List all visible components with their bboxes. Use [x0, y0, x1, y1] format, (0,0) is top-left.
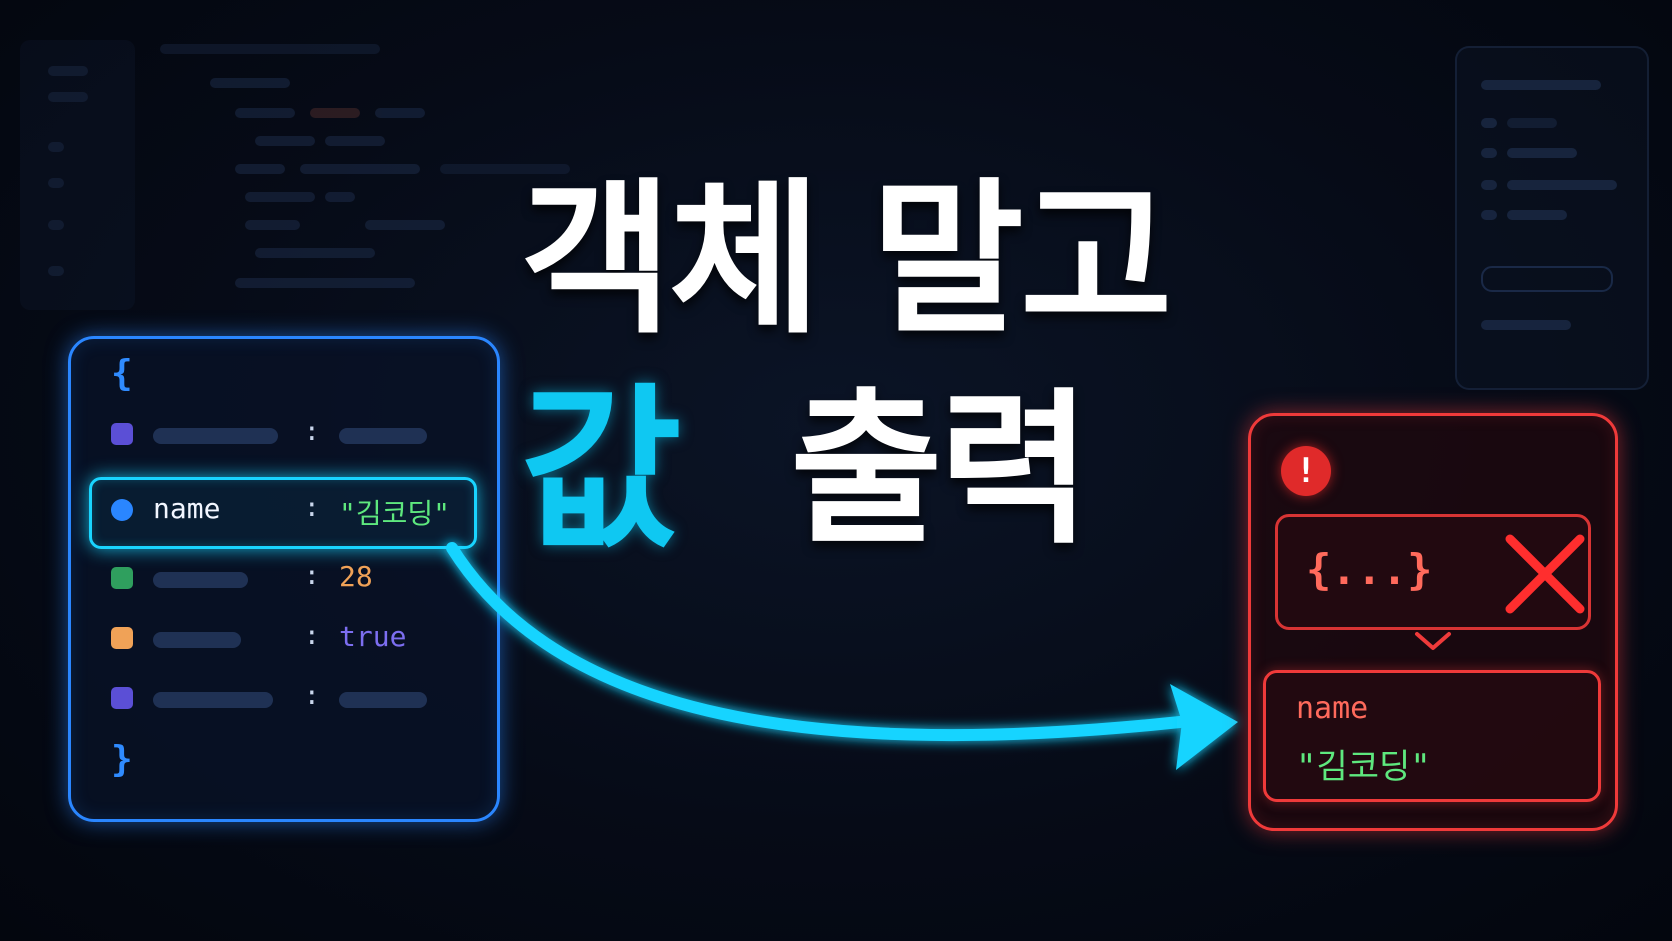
- value-placeholder: [339, 692, 427, 708]
- headline-accent: 값: [520, 368, 682, 573]
- alert-icon: !: [1281, 446, 1331, 496]
- object-row: : true: [111, 620, 471, 653]
- highlighted-row: [89, 477, 477, 549]
- background-panel: [1455, 46, 1649, 390]
- x-mark-icon: [1505, 534, 1585, 614]
- row-marker: [111, 567, 133, 589]
- colon: :: [304, 493, 320, 523]
- key-placeholder: [153, 632, 241, 648]
- colon: :: [304, 561, 320, 591]
- object-output-text: {...}: [1306, 545, 1433, 594]
- close-brace: }: [111, 739, 133, 780]
- row-marker: [111, 687, 133, 709]
- value-name: "김코딩": [339, 497, 450, 530]
- row-marker: [111, 499, 133, 521]
- row-marker: [111, 423, 133, 445]
- background-editor: [20, 30, 620, 320]
- background-sidebar: [20, 40, 135, 310]
- row-marker: [111, 627, 133, 649]
- object-row: : 28: [111, 560, 471, 593]
- result-card: ! {...} name "김코딩": [1248, 413, 1618, 831]
- object-row: :: [111, 681, 471, 713]
- key-placeholder: [153, 572, 248, 588]
- open-brace: {: [111, 353, 133, 394]
- chevron-down-icon: [1415, 632, 1451, 650]
- value-output-string: "김코딩": [1296, 747, 1431, 787]
- headline-line1: 객체 말고: [520, 164, 1173, 357]
- value-number: 28: [339, 560, 373, 593]
- key-name: name: [153, 492, 221, 525]
- object-card: { : name : "김코딩" : 28 : true : }: [68, 336, 500, 822]
- value-placeholder: [339, 428, 427, 444]
- object-row: :: [111, 417, 471, 449]
- key-placeholder: [153, 692, 273, 708]
- value-boolean: true: [339, 620, 407, 653]
- colon: :: [304, 417, 320, 447]
- colon: :: [304, 681, 320, 711]
- value-output-box: name "김코딩": [1263, 670, 1601, 802]
- value-output-key: name: [1296, 691, 1369, 726]
- object-row-name: name : "김코딩": [111, 492, 471, 530]
- object-output-box: {...}: [1275, 514, 1591, 630]
- colon: :: [304, 621, 320, 651]
- headline-rest: 출력: [790, 374, 1091, 567]
- key-placeholder: [153, 428, 278, 444]
